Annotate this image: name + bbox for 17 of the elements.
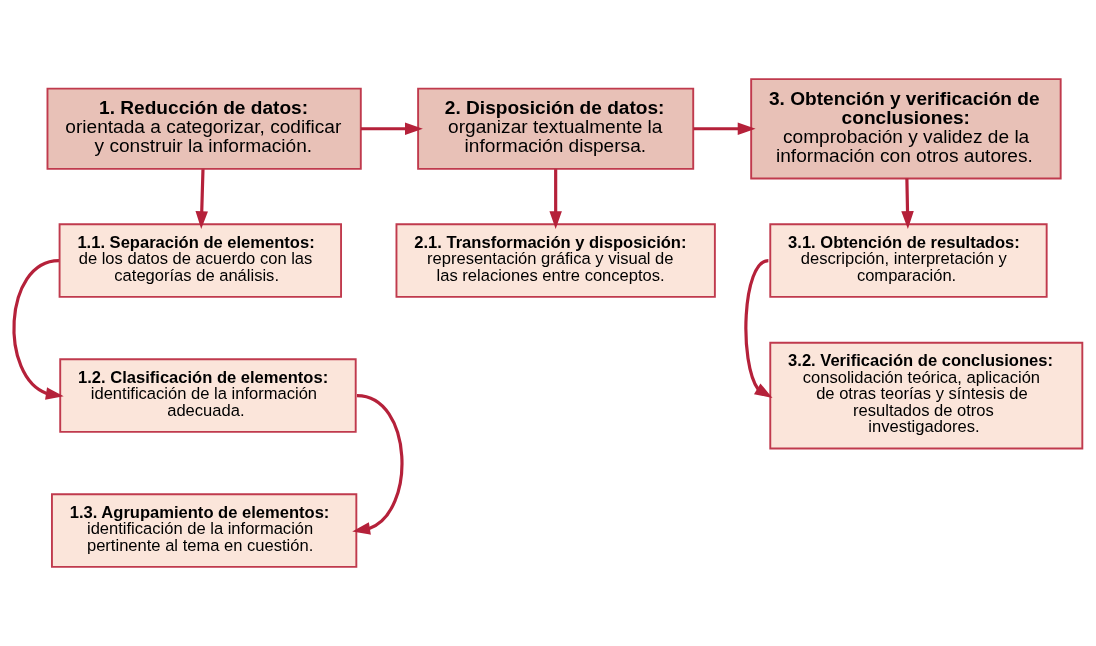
node-box: 2.1. Transformación y disposición: representación gráfica y visual de las relaciones entre conceptos. (395, 223, 716, 298)
node-box: 1.2. Clasificación de elementos: identificación de la información adecuada. (59, 358, 357, 433)
arrow (693, 122, 756, 136)
arrow (361, 122, 423, 136)
node-box: 1.3. Agrupamiento de elementos: identificación de la información pertinente al tema en cuestión. (51, 493, 358, 568)
arrow (12, 259, 64, 400)
arrow (901, 178, 914, 230)
node-box: 3.2. Verificación de conclusiones: consolidación teórica, aplicación de otras teorías y síntesis de resultados de otros investigadores. (769, 341, 1084, 450)
node-box: 3.1. Obtención de resultados: descripción, interpretación y comparación. (769, 223, 1048, 298)
arrow (744, 259, 773, 399)
arrow (352, 394, 404, 535)
node-box: 1.1. Separación de elementos: de los datos de acuerdo con las categorías de análisis. (58, 223, 342, 298)
arrow (549, 169, 562, 230)
node-box: 2. Disposición de datos: organizar textualmente la información dispersa. (417, 87, 695, 170)
arrow (195, 169, 208, 230)
node-box: 3. Obtención y verificación de conclusiones: comprobación y validez de la información con otros autores. (750, 78, 1062, 180)
node-box: 1. Reducción de datos: orientada a categorizar, codificar y construir la información. (46, 87, 362, 170)
